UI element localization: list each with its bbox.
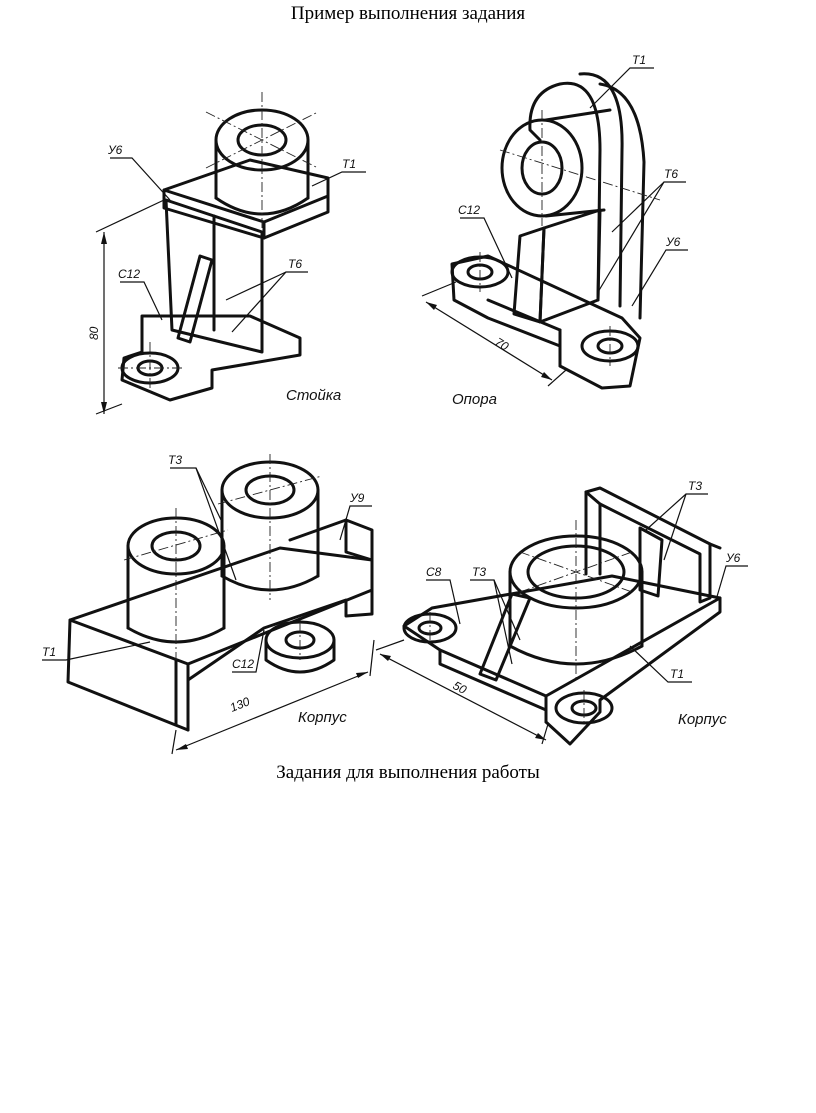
label-c12: С12 xyxy=(232,657,254,671)
label-u6: У6 xyxy=(725,551,741,565)
label-u9: У9 xyxy=(349,491,365,505)
label-c12: С12 xyxy=(458,203,480,217)
label-t1: Т1 xyxy=(42,645,56,659)
label-t3-mid: Т3 xyxy=(472,565,486,579)
page-title: Пример выполнения задания xyxy=(290,3,526,24)
label-t6: Т6 xyxy=(288,257,302,271)
label-t3: Т3 xyxy=(168,453,182,467)
label-t1: Т1 xyxy=(670,667,684,681)
label-u6: У6 xyxy=(665,235,681,249)
drawing-stoika: 80 У6 Т1 С12 Т6 Стойка xyxy=(87,92,366,415)
label-c12: С12 xyxy=(118,267,140,281)
label-t6: Т6 xyxy=(664,167,678,181)
label-t3-top: Т3 xyxy=(688,479,702,493)
caption-korpus-2: Корпус xyxy=(678,711,727,728)
caption-opora: Опора xyxy=(452,391,497,408)
label-u6: У6 xyxy=(107,143,123,157)
caption-stoika: Стойка xyxy=(286,387,341,404)
dim-width-50: 50 xyxy=(451,678,470,697)
label-t1: Т1 xyxy=(632,53,646,67)
dim-height-80: 80 xyxy=(87,326,101,340)
label-c8: С8 xyxy=(426,565,442,579)
caption-korpus-1: Корпус xyxy=(298,709,347,726)
drawing-opora: 70 Т1 С12 Т6 У6 Опора xyxy=(421,53,688,408)
drawing-korpus-2: 50 Т3 У6 С8 Т3 Т1 Корпус xyxy=(375,479,748,746)
drawing-korpus-1: 130 Т3 У9 Т1 С12 Корпус xyxy=(42,453,375,755)
page-subtitle: Задания для выполнения работы xyxy=(276,762,540,783)
dim-width-130: 130 xyxy=(228,694,252,715)
label-t1: Т1 xyxy=(342,157,356,171)
dim-width-70: 70 xyxy=(492,335,511,354)
